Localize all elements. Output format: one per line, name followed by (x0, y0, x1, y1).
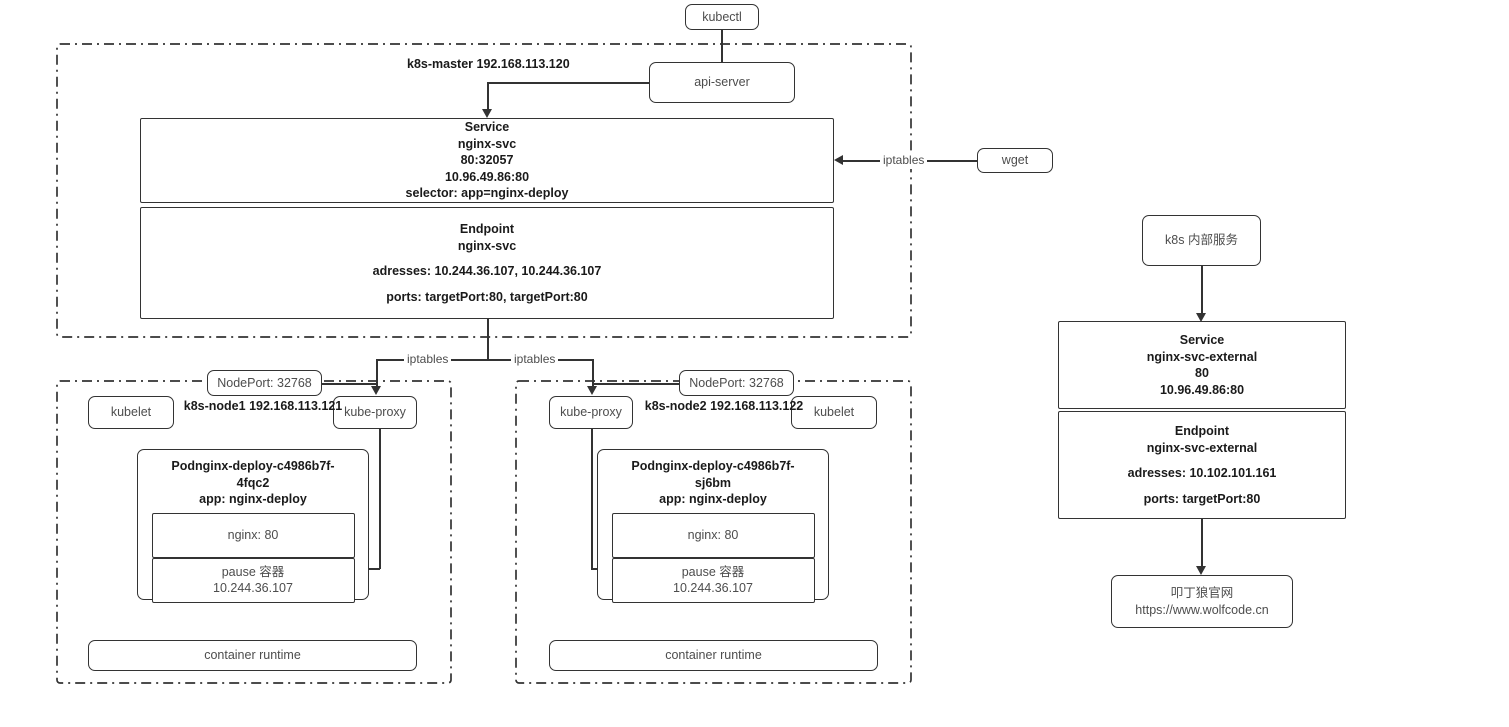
kube-proxy-node1-box[interactable]: kube-proxy (333, 396, 417, 429)
connector-apiserver-service-v (487, 82, 489, 112)
api-server-box[interactable]: api-server (649, 62, 795, 103)
pod-node1-box[interactable]: Podnginx-deploy-c4986b7f- 4fqc2 app: ngi… (137, 449, 369, 603)
endpoint-nginx-svc-external-box[interactable]: Endpoint nginx-svc-external adresses: 10… (1058, 411, 1346, 519)
connector-apiserver-service-h (487, 82, 650, 84)
arrowhead-branch-right (587, 386, 597, 395)
connector-internal-service (1201, 266, 1203, 316)
k8s-internal-service-box[interactable]: k8s 内部服务 (1142, 215, 1261, 266)
connector-branch-left-v (376, 359, 378, 390)
connector-kubeproxy1-pod-v (379, 428, 381, 569)
connector-nodeport2-kubeproxy (592, 383, 687, 385)
iptables-label-wget: iptables (880, 153, 928, 169)
k8s-master-label: k8s-master 192.168.113.120 (407, 57, 570, 71)
service-nginx-svc-external-box[interactable]: Service nginx-svc-external 80 10.96.49.8… (1058, 321, 1346, 409)
k8s-node2-label: k8s-node2 192.168.113.122 (644, 399, 804, 413)
container-runtime-node1-box[interactable]: container runtime (88, 640, 417, 671)
arrowhead-branch-left (371, 386, 381, 395)
kubectl-box[interactable]: kubectl (685, 4, 759, 30)
iptables-label-left: iptables (404, 352, 452, 368)
arrowhead-wget-service (834, 155, 843, 165)
container-nginx-node1[interactable]: nginx: 80 (151, 512, 355, 558)
pod-node2-box[interactable]: Podnginx-deploy-c4986b7f- sj6bm app: ngi… (597, 449, 829, 603)
kubectl-label: kubectl (702, 9, 742, 24)
api-server-label: api-server (694, 75, 750, 90)
connector-nodeport1-kubeproxy (322, 383, 377, 385)
connector-kubeproxy2-pod-v (591, 428, 593, 569)
kubelet-node1-box[interactable]: kubelet (88, 396, 174, 429)
container-pause-node1[interactable]: pause 容器 10.244.36.107 (151, 557, 355, 603)
service-nginx-svc-box[interactable]: Service nginx-svc 80:32057 10.96.49.86:8… (140, 118, 834, 203)
wget-label: wget (1001, 153, 1029, 168)
nodeport-node1-box[interactable]: NodePort: 32768 (207, 370, 322, 396)
connector-endpoint-trunk (487, 319, 489, 360)
nodeport-node2-box[interactable]: NodePort: 32768 (679, 370, 794, 396)
k8s-node1-label: k8s-node1 192.168.113.121 (183, 399, 343, 413)
wget-box[interactable]: wget (977, 148, 1053, 173)
endpoint-nginx-svc-box[interactable]: Endpoint nginx-svc adresses: 10.244.36.1… (140, 207, 834, 319)
connector-endpoint-site (1201, 519, 1203, 569)
container-runtime-node2-box[interactable]: container runtime (549, 640, 878, 671)
arrowhead-internal-service (1196, 313, 1206, 322)
arrowhead-apiserver-service (482, 109, 492, 118)
kube-proxy-node2-box[interactable]: kube-proxy (549, 396, 633, 429)
wolfcode-site-box[interactable]: 叩丁狼官网 https://www.wolfcode.cn (1111, 575, 1293, 628)
iptables-label-right: iptables (511, 352, 559, 368)
connector-branch-right-v (592, 359, 594, 390)
arrowhead-endpoint-site (1196, 566, 1206, 575)
container-pause-node2[interactable]: pause 容器 10.244.36.107 (611, 557, 815, 603)
container-nginx-node2[interactable]: nginx: 80 (611, 512, 815, 558)
